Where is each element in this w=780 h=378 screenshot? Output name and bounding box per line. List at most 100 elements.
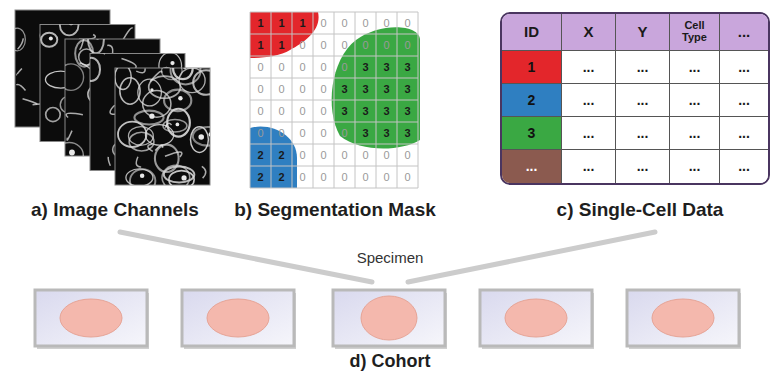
mask-value: 0	[292, 166, 313, 188]
table-header: Y	[616, 14, 670, 51]
mask-value: 3	[376, 100, 397, 122]
nucleus-dot	[181, 175, 186, 180]
table-cell: ...	[720, 150, 768, 183]
mask-value: 3	[397, 56, 418, 78]
tissue-sample	[505, 299, 567, 337]
mask-value: 1	[250, 34, 271, 56]
mask-value: 0	[376, 144, 397, 166]
grid-line	[250, 100, 418, 101]
fiber	[16, 84, 25, 90]
cell-outline	[41, 33, 57, 47]
cell-outline	[138, 79, 162, 106]
cohort-slides	[35, 290, 741, 349]
mask-value: 0	[313, 12, 334, 34]
grid-line	[250, 122, 418, 123]
mask-value: 0	[355, 144, 376, 166]
nucleus-dot	[183, 68, 187, 69]
mask-value: 0	[271, 122, 292, 144]
nucleus-dot	[170, 61, 174, 65]
mask-value: 0	[250, 56, 271, 78]
mask-value: 0	[292, 144, 313, 166]
mask-value: 3	[376, 56, 397, 78]
fiber	[136, 157, 141, 167]
mask-value: 3	[334, 78, 355, 100]
mask-value: 0	[292, 34, 313, 56]
fiber	[123, 28, 133, 40]
mask-value: 0	[334, 56, 355, 78]
mask-value: 3	[355, 56, 376, 78]
panel-caption: a) Image Channels	[31, 199, 199, 222]
mask-value: 3	[397, 100, 418, 122]
mask-value: 0	[355, 12, 376, 34]
mask-value: 0	[376, 12, 397, 34]
table-cell: ...	[670, 117, 720, 150]
grid-line	[250, 166, 418, 167]
cell-outline	[46, 107, 61, 121]
slide	[333, 290, 445, 346]
mask-value: 0	[397, 166, 418, 188]
nucleus-dot	[198, 134, 204, 140]
grid-line	[250, 12, 418, 13]
table-cell: ...	[720, 117, 768, 150]
group-label: Specimen	[357, 249, 424, 267]
mask-grid	[250, 12, 418, 188]
fiber	[18, 38, 24, 49]
mask-value: 0	[292, 56, 313, 78]
nucleus-dot	[176, 123, 180, 127]
tissue-sample	[652, 299, 714, 337]
slide	[35, 290, 147, 346]
mask-value: 1	[271, 12, 292, 34]
fiber	[23, 99, 38, 104]
nucleus-dot	[149, 114, 154, 119]
fiber	[17, 69, 22, 75]
cell-outline	[134, 111, 163, 125]
mask-value: 2	[250, 166, 271, 188]
mask-value: 1	[292, 12, 313, 34]
table-cell: ...	[616, 117, 670, 150]
tissue-sample	[361, 296, 417, 340]
grid-line	[250, 188, 418, 189]
fiber	[67, 131, 72, 141]
nucleus-dot	[150, 88, 153, 91]
image-stack	[9, 10, 223, 193]
mask-value: 0	[313, 144, 334, 166]
cell-outline	[155, 145, 179, 172]
grid-line	[250, 78, 418, 79]
table-cell: ...	[720, 84, 768, 117]
mask-value: 0	[313, 100, 334, 122]
table-cell: ...	[616, 150, 670, 183]
fiber	[79, 39, 84, 49]
mask-value: 0	[355, 34, 376, 56]
table-cell: ...	[562, 150, 616, 183]
table-header: ID	[502, 14, 562, 51]
mask-value: 3	[397, 78, 418, 100]
table-cell: ...	[616, 51, 670, 84]
fiber	[66, 113, 83, 117]
nucleus-dot	[95, 39, 100, 40]
mask-region-red	[250, 12, 319, 58]
mask-value: 0	[271, 78, 292, 100]
mask-value: 3	[355, 122, 376, 144]
mask-value: 2	[250, 144, 271, 166]
table-cell: 1	[502, 51, 562, 84]
mask-value: 0	[292, 78, 313, 100]
table-cell: ...	[720, 51, 768, 84]
cell-outline	[167, 109, 190, 137]
fiber	[150, 71, 162, 81]
mask-value: 0	[397, 12, 418, 34]
fiber	[93, 54, 105, 55]
table-cell: ...	[562, 84, 616, 117]
mask-value: 0	[397, 34, 418, 56]
mask-value: 0	[334, 12, 355, 34]
mask-value: 1	[271, 34, 292, 56]
mask-value: 0	[376, 34, 397, 56]
cell-outline	[15, 28, 25, 51]
panel-caption: b) Segmentation Mask	[234, 199, 436, 222]
mask-value: 0	[397, 144, 418, 166]
cell-outline	[128, 127, 153, 146]
cell-outline	[65, 64, 84, 90]
mask-value: 0	[292, 122, 313, 144]
nucleus-dot	[49, 36, 53, 40]
mask-value: 0	[334, 144, 355, 166]
mask-value: 0	[334, 166, 355, 188]
